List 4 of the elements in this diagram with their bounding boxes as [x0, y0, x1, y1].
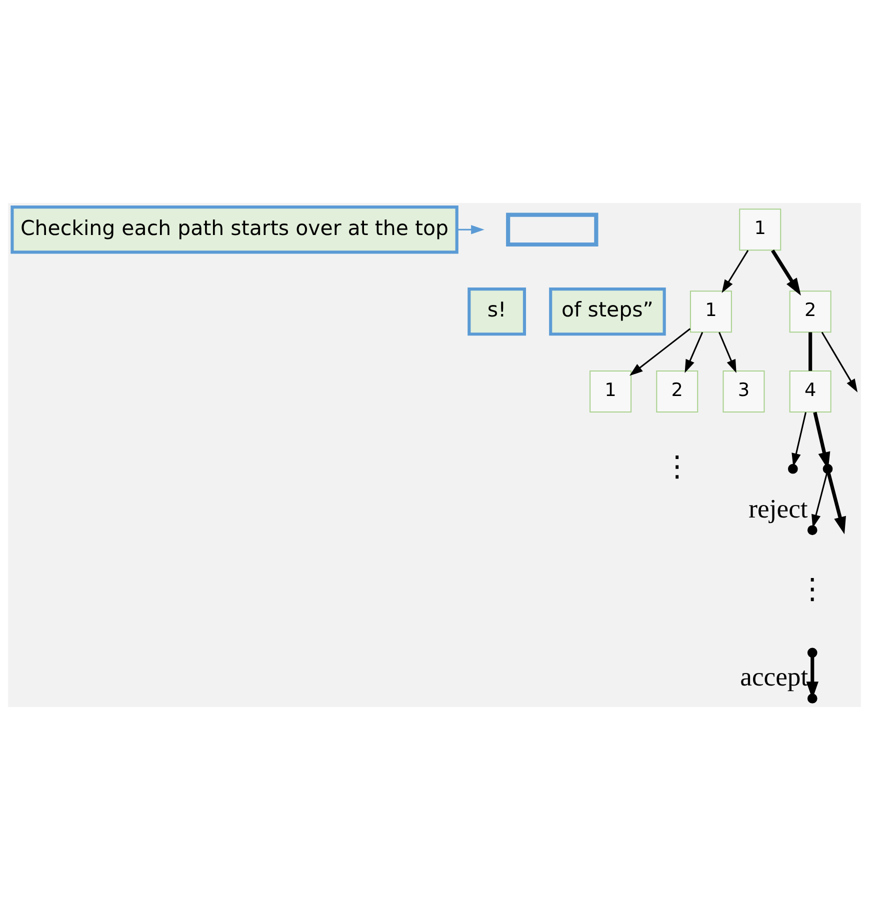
- label: ⋮: [662, 448, 692, 482]
- label: ⋮: [798, 571, 827, 606]
- node-label: accept: [740, 661, 808, 692]
- node-label: reject: [748, 492, 808, 523]
